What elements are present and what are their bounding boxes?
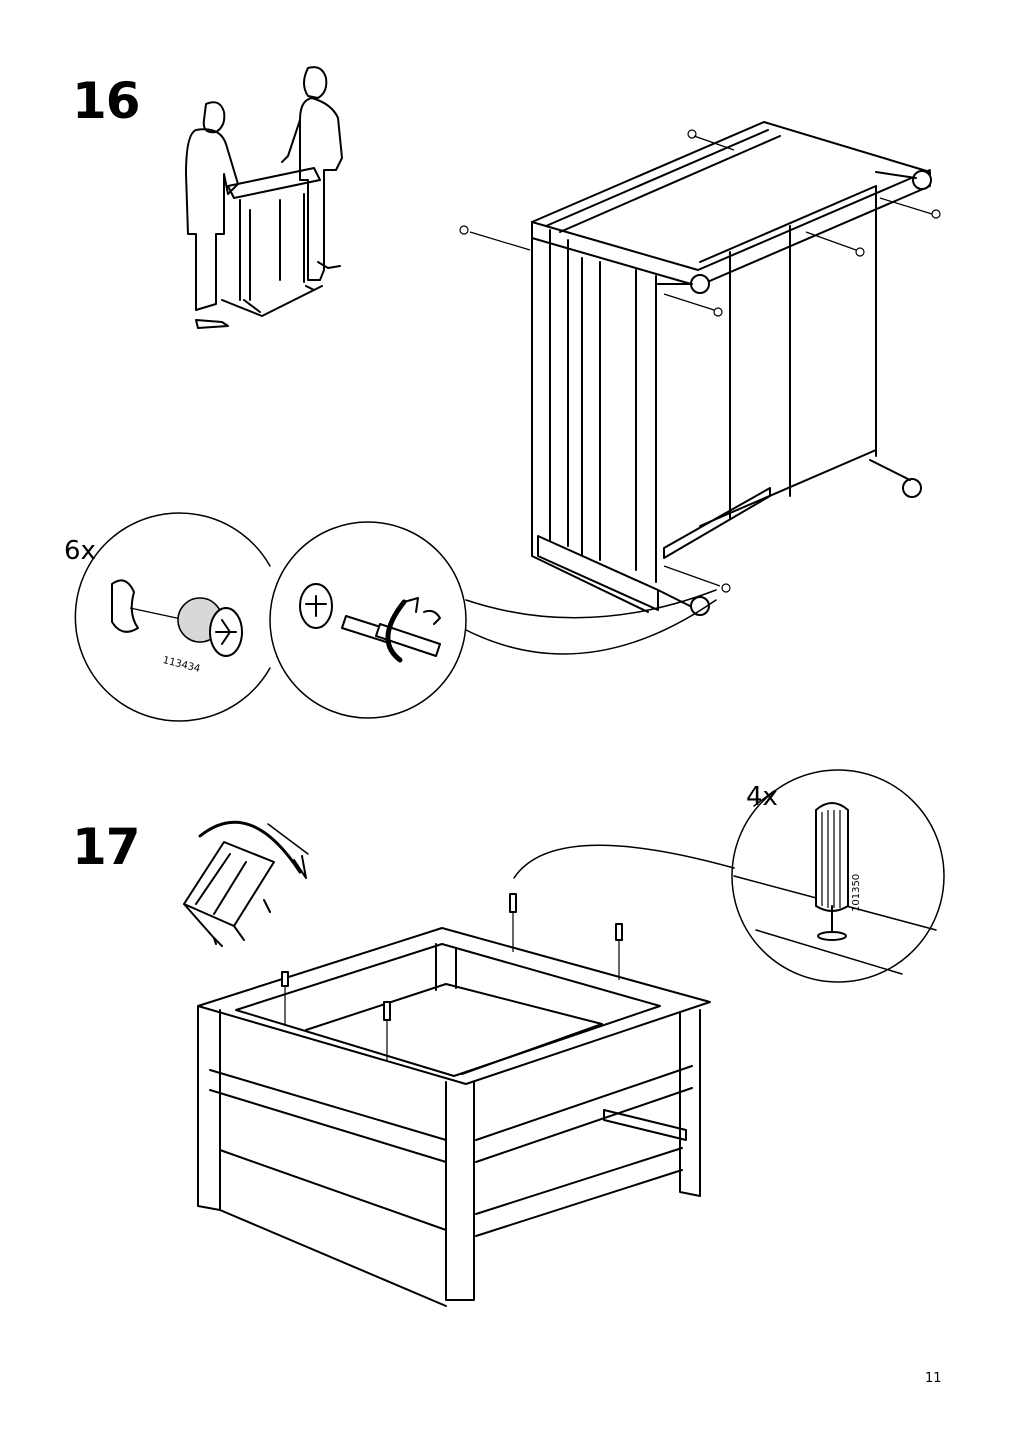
step-16-quantity: 6x [64, 536, 96, 566]
step-17-part-number: 101350 [851, 873, 862, 912]
page-number: 11 [925, 1371, 942, 1386]
step-16-number: 16 [72, 72, 141, 130]
step-17-number: 17 [72, 818, 141, 876]
step-17-quantity: 4x [746, 782, 778, 812]
